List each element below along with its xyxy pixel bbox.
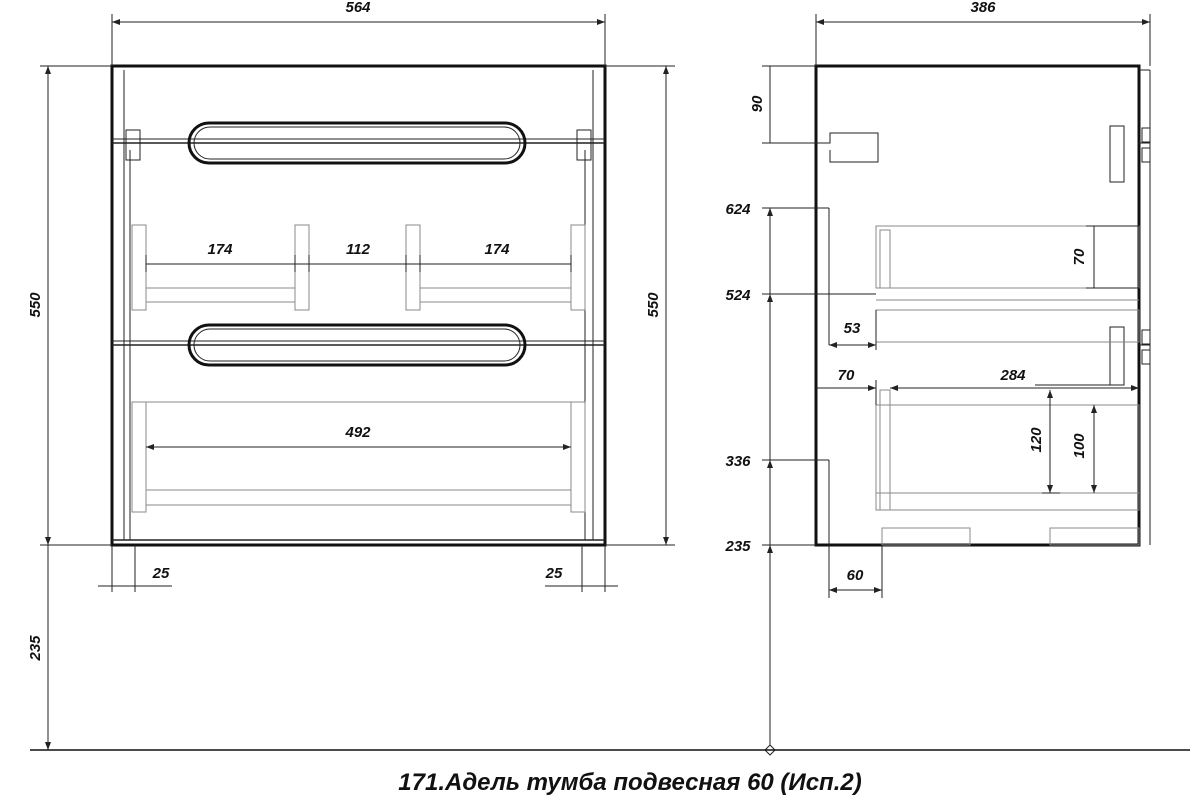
dim-drawer-100: 100 bbox=[1071, 433, 1088, 459]
dim-inner-left: 174 bbox=[207, 241, 233, 258]
dim-gap-53: 53 bbox=[844, 320, 861, 337]
front-cabinet-outline bbox=[110, 64, 607, 547]
dim-depth: 386 bbox=[970, 0, 996, 16]
dim-offset-left: 25 bbox=[152, 565, 170, 582]
dim-inner-middle: 112 bbox=[346, 241, 371, 258]
dim-level-235: 235 bbox=[724, 538, 751, 555]
dim-back-70: 70 bbox=[838, 367, 855, 384]
dim-inner-bottom: 492 bbox=[344, 424, 371, 441]
dim-offset-right: 25 bbox=[545, 565, 563, 582]
dim-drawer-depth: 284 bbox=[999, 367, 1026, 384]
dim-top-offset: 90 bbox=[749, 95, 766, 112]
dim-drawer-height: 70 bbox=[1071, 248, 1088, 265]
dim-height-left: 550 bbox=[27, 292, 44, 318]
dim-foot-60: 60 bbox=[847, 567, 864, 584]
front-dimensions: 564 550 550 235 174 112 174 492 bbox=[27, 0, 675, 750]
dim-level-336: 336 bbox=[725, 453, 751, 470]
dim-level-524: 524 bbox=[725, 287, 751, 304]
dim-drawer-120: 120 bbox=[1028, 427, 1045, 453]
side-dimensions: 386 90 624 524 336 235 70 53 bbox=[724, 0, 1151, 756]
dim-mount-height: 235 bbox=[27, 635, 44, 662]
top-drawer-handle bbox=[187, 121, 527, 165]
bottom-drawer-handle bbox=[187, 323, 527, 367]
side-view bbox=[814, 64, 1151, 547]
front-view bbox=[110, 64, 607, 547]
dim-height-right: 550 bbox=[645, 292, 662, 318]
dim-width-front: 564 bbox=[345, 0, 371, 16]
drawing-caption: 171.Адель тумба подвесная 60 (Исп.2) bbox=[398, 769, 861, 796]
side-cabinet-outline bbox=[814, 64, 1141, 547]
dim-level-624: 624 bbox=[725, 201, 751, 218]
dim-inner-right: 174 bbox=[484, 241, 510, 258]
